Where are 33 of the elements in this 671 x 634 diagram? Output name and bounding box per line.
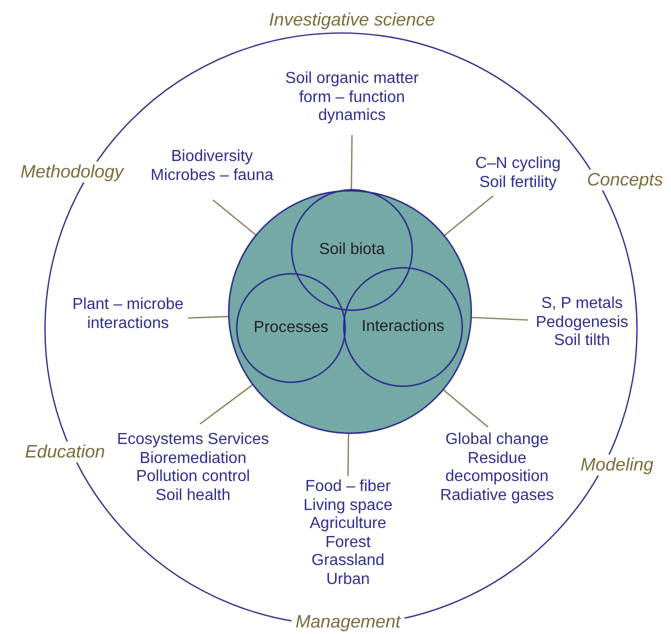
topic-text: Soil tilth: [552, 332, 612, 350]
topic-text: Urban: [325, 570, 371, 589]
topic-text: Pollution control: [135, 468, 251, 486]
topic-text: Bioremediation: [138, 450, 248, 468]
topic-text: Microbes – fauna: [150, 166, 274, 185]
topic-text: Soil fertility: [478, 174, 558, 192]
topic-text: Global change: [444, 431, 550, 450]
venn-circle: Processes: [236, 273, 346, 383]
spoke-line: [347, 432, 350, 476]
topic-text: C–N cycling: [474, 155, 562, 174]
spoke-line: [442, 388, 488, 428]
topic-text: Biodiversity: [170, 148, 254, 166]
topic-text: Radiative gases: [439, 486, 555, 505]
topic-text: Agriculture: [308, 515, 388, 534]
topic-text: Ecosystems Services: [116, 431, 270, 450]
spoke-line: [212, 200, 258, 237]
topic-text: Pedogenesis: [534, 314, 630, 332]
topic-text: Living space: [302, 496, 394, 515]
spoke-line: [188, 316, 230, 319]
venn-circle: Soil biota: [291, 189, 413, 311]
topic-text: Soil organic matter form – function dynamics: [284, 70, 420, 126]
topic-text: S, P metals: [540, 295, 624, 314]
topic-text: Grassland: [310, 552, 386, 570]
topic-text: Soil health: [154, 486, 232, 505]
spoke-line: [442, 196, 494, 237]
topic-text: Residue decomposition: [444, 450, 550, 486]
topic-text: Food – fiber: [304, 478, 392, 496]
venn-circle: Interactions: [343, 267, 463, 387]
spoke-line: [470, 316, 528, 321]
spoke-line: [200, 383, 254, 425]
core-circle: [228, 190, 472, 434]
topic-text: Plant – microbe interactions: [71, 296, 185, 333]
topic-text: Forest: [324, 534, 372, 552]
